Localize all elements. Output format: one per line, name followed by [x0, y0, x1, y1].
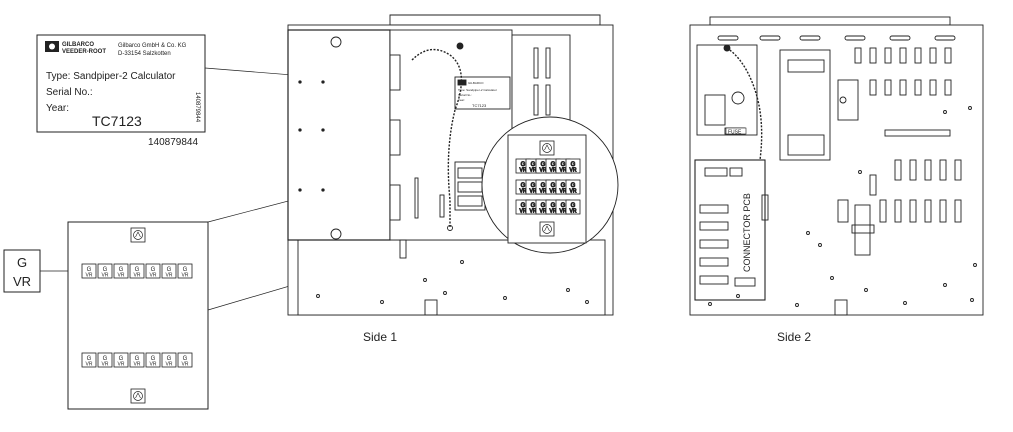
- side1-mini-nameplate: GILBARCO Type: Sandpiper-2 Calculator Se…: [458, 81, 497, 108]
- seal-row-bottom: [81, 352, 193, 368]
- svg-text:GILBARCO: GILBARCO: [468, 81, 484, 85]
- nameplate-type: Type: Sandpiper-2 Calculator: [46, 71, 176, 82]
- mini-serial: Serial No.:: [458, 93, 472, 97]
- gvr-legend-box: G VR: [3, 249, 41, 293]
- side2-caption: Side 2: [777, 330, 811, 344]
- seal-row-top: [81, 263, 193, 279]
- legend-g: G: [17, 255, 27, 270]
- brand-line2: VEEDER-ROOT: [62, 49, 106, 55]
- legend-vr: VR: [13, 274, 31, 289]
- side2-labels: FUSE CONNECTOR PCB: [725, 127, 752, 272]
- company-line1: Gilbarco GmbH & Co. KG: [118, 43, 187, 49]
- side2-drawing: [689, 16, 984, 316]
- mini-model: TC7123: [472, 103, 487, 108]
- mini-type: Type: Sandpiper-2 Calculator: [458, 88, 497, 92]
- part-number: 140879844: [148, 137, 198, 148]
- side1-magnify-circle: [481, 116, 619, 254]
- connector-pcb-label: CONNECTOR PCB: [742, 193, 752, 272]
- company-line2: D-33154 Salzkotten: [118, 51, 171, 57]
- round-seal-top: [130, 227, 146, 243]
- nameplate-year: Year:: [46, 103, 69, 114]
- gilbarco-logo: GILBARCO VEEDER-ROOT: [45, 41, 106, 55]
- nameplate-serial: Serial No.:: [46, 87, 93, 98]
- fuse-label: FUSE: [728, 130, 742, 136]
- mini-year: Year:: [458, 98, 465, 102]
- seal-detail-box: [67, 221, 209, 410]
- nameplate: GILBARCO VEEDER-ROOT Gilbarco GmbH & Co.…: [36, 34, 206, 133]
- nameplate-side-number: 140879844: [194, 92, 200, 123]
- nameplate-model: TC7123: [92, 113, 142, 129]
- brand-line1: GILBARCO: [62, 42, 94, 48]
- side1-caption: Side 1: [363, 330, 397, 344]
- round-seal-bottom: [130, 388, 146, 404]
